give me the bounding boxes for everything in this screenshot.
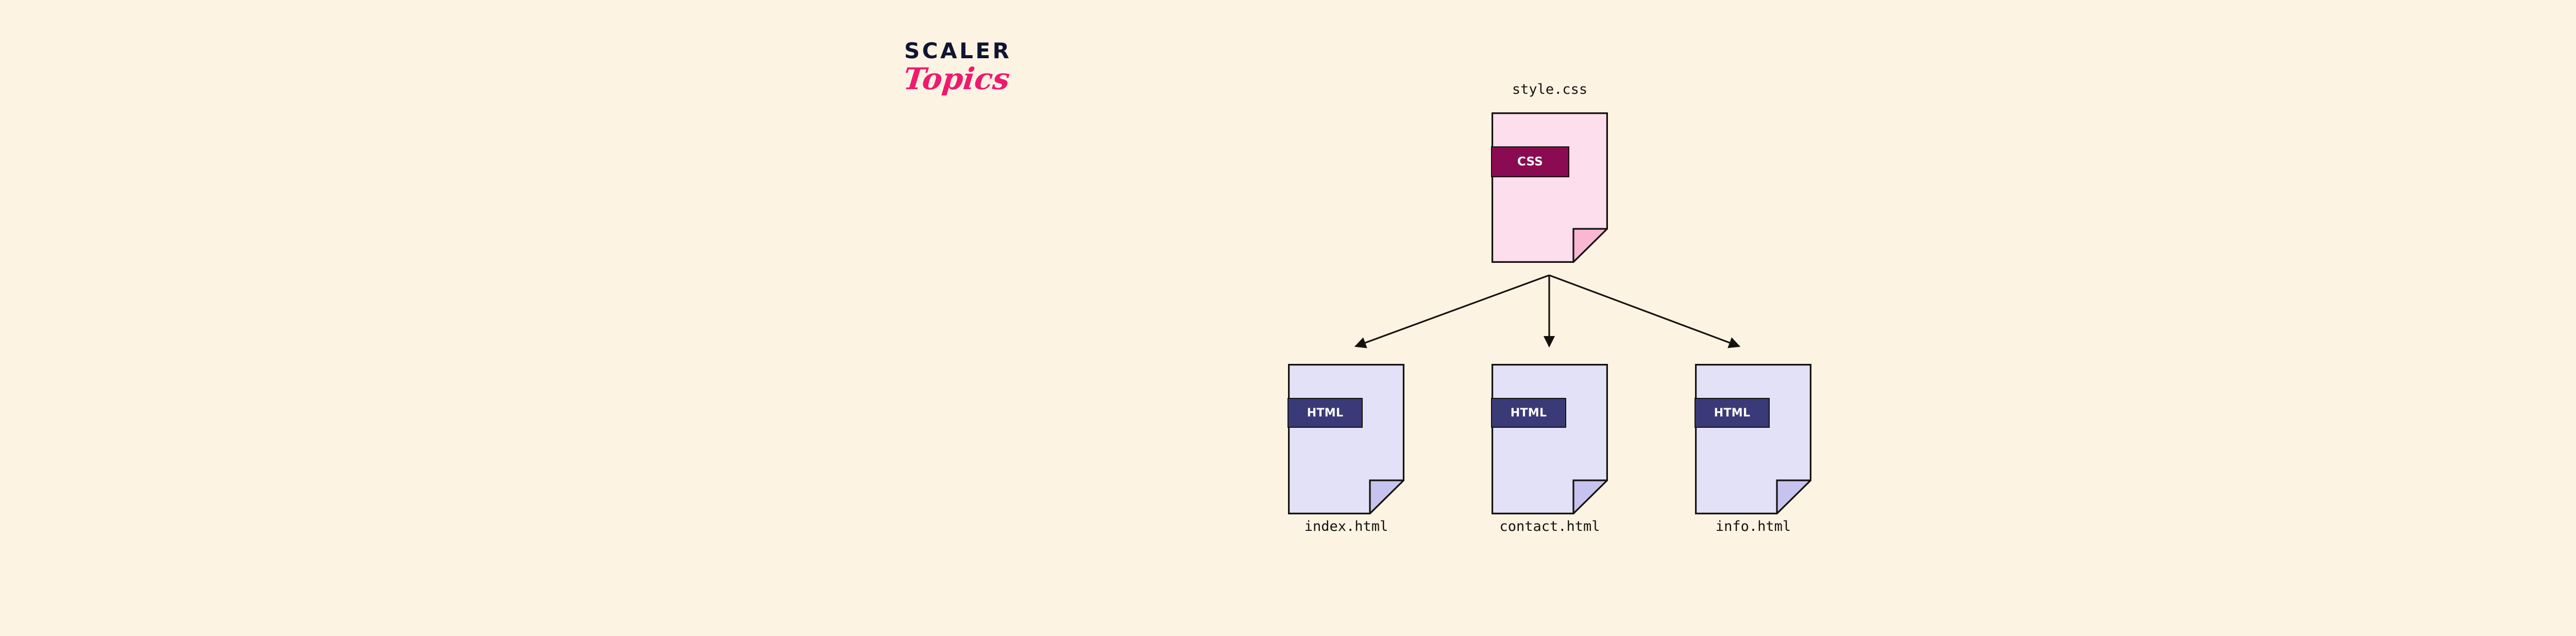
file-badge-css: CSS (1491, 146, 1569, 177)
edge-css-to-info (1549, 274, 1741, 348)
file-caption-info-html: info.html (1715, 518, 1791, 534)
file-node-style-css[interactable]: style.css CSS (1491, 81, 1608, 263)
file-caption-style-css: style.css (1512, 81, 1588, 97)
file-caption-index-html: index.html (1304, 518, 1388, 534)
file-icon-html (1492, 364, 1608, 514)
file-caption-contact-html: contact.html (1499, 518, 1600, 534)
logo-script-topics: Topics (902, 61, 1012, 96)
file-badge-html: HTML (1491, 398, 1566, 428)
file-icon-html (1288, 364, 1404, 514)
file-node-index-html[interactable]: HTML index.html (1287, 364, 1404, 534)
file-icon-css (1492, 112, 1608, 263)
file-badge-html: HTML (1694, 398, 1770, 428)
edge-css-to-index (1354, 274, 1550, 348)
file-icon-html (1695, 364, 1811, 514)
file-node-info-html[interactable]: HTML info.html (1694, 364, 1811, 534)
file-badge-html: HTML (1287, 398, 1363, 428)
logo-wordmark: SCALER (904, 38, 1012, 63)
file-node-contact-html[interactable]: HTML contact.html (1491, 364, 1608, 534)
scaler-topics-logo: SCALER Topics (902, 38, 1069, 118)
